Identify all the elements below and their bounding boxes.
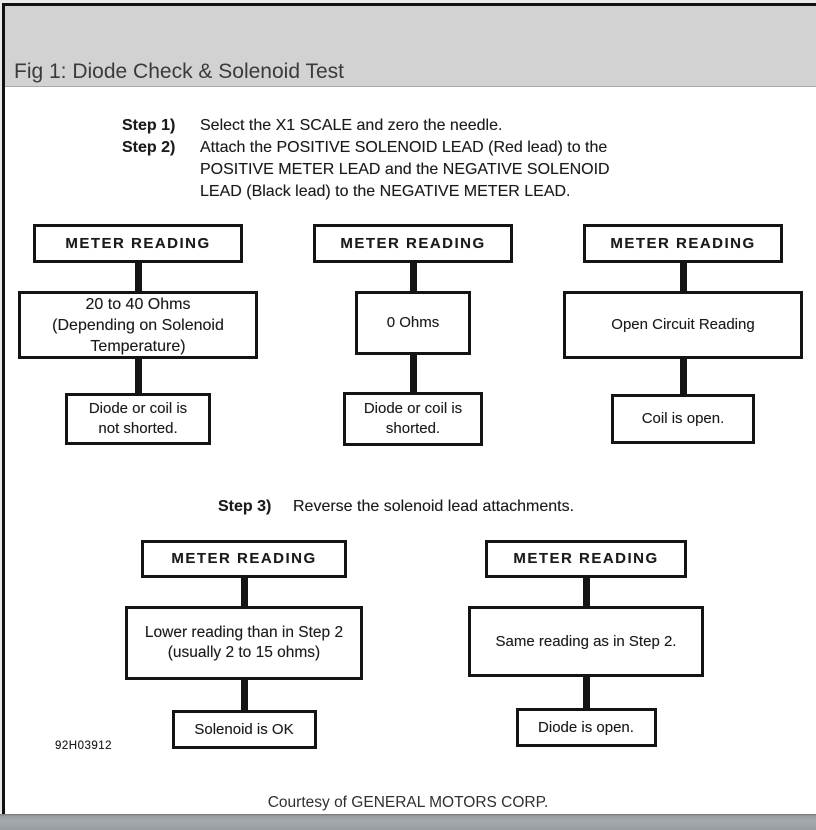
connector-line <box>240 680 248 710</box>
figure-title: Fig 1: Diode Check & Solenoid Test <box>14 60 344 83</box>
step-3-label: Step 3) <box>218 498 272 515</box>
connector-line <box>582 677 590 708</box>
window-edge-left <box>0 0 2 830</box>
meter-reading-box: METER READING <box>141 540 347 578</box>
conclusion-box: Diode is open. <box>515 708 657 747</box>
figure-frame-left-border <box>2 3 5 814</box>
meter-reading-box: METER READING <box>313 224 513 263</box>
flowchart-column-3: METER READING Open Circuit Reading Coil … <box>563 224 803 444</box>
horizontal-scrollbar[interactable] <box>0 814 816 830</box>
conclusion-box: Solenoid is OK <box>171 710 317 749</box>
connector-line <box>240 578 248 606</box>
figure-title-bar: Fig 1: Diode Check & Solenoid Test <box>5 6 816 87</box>
flowchart-column-5: METER READING Same reading as in Step 2.… <box>468 540 704 747</box>
step-1-label: Step 1) <box>122 117 176 134</box>
step-2: Step 2) Attach the POSITIVE SOLENOID LEA… <box>122 137 610 203</box>
connector-line <box>582 578 590 606</box>
conclusion-box: Diode or coil is not shorted. <box>65 393 211 445</box>
step-2-text: Attach the POSITIVE SOLENOID LEAD (Red l… <box>200 139 610 200</box>
reading-box: Lower reading than in Step 2 (usually 2 … <box>125 606 363 680</box>
conclusion-box: Coil is open. <box>611 394 755 444</box>
courtesy-credit: Courtesy of GENERAL MOTORS CORP. <box>267 794 549 811</box>
connector-line <box>134 263 142 291</box>
step-3: Step 3) Reverse the solenoid lead attach… <box>218 496 574 518</box>
flowchart-column-4: METER READING Lower reading than in Step… <box>125 540 363 749</box>
step-1-text: Select the X1 SCALE and zero the needle. <box>200 117 503 134</box>
step-2-label: Step 2) <box>122 139 176 156</box>
reading-box: Open Circuit Reading <box>563 291 803 359</box>
step-1: Step 1) Select the X1 SCALE and zero the… <box>122 115 610 137</box>
window-edge-top <box>0 0 816 3</box>
figure-number: 92H03912 <box>55 740 113 752</box>
meter-reading-box: METER READING <box>583 224 783 263</box>
reading-box: Same reading as in Step 2. <box>468 606 704 677</box>
conclusion-box: Diode or coil is shorted. <box>343 392 483 446</box>
step-3-text: Reverse the solenoid lead attachments. <box>293 498 575 515</box>
connector-line <box>409 355 417 392</box>
instruction-steps: Step 1) Select the X1 SCALE and zero the… <box>122 115 610 203</box>
connector-line <box>679 359 687 394</box>
connector-line <box>409 263 417 291</box>
connector-line <box>679 263 687 291</box>
reading-box: 0 Ohms <box>355 291 471 355</box>
flowchart-column-1: METER READING 20 to 40 Ohms (Depending o… <box>18 224 258 445</box>
figure-frame-top-border <box>2 3 816 6</box>
reading-box: 20 to 40 Ohms (Depending on Solenoid Tem… <box>18 291 258 359</box>
flowchart-column-2: METER READING 0 Ohms Diode or coil is sh… <box>313 224 513 446</box>
meter-reading-box: METER READING <box>485 540 687 578</box>
meter-reading-box: METER READING <box>33 224 243 263</box>
connector-line <box>134 359 142 393</box>
